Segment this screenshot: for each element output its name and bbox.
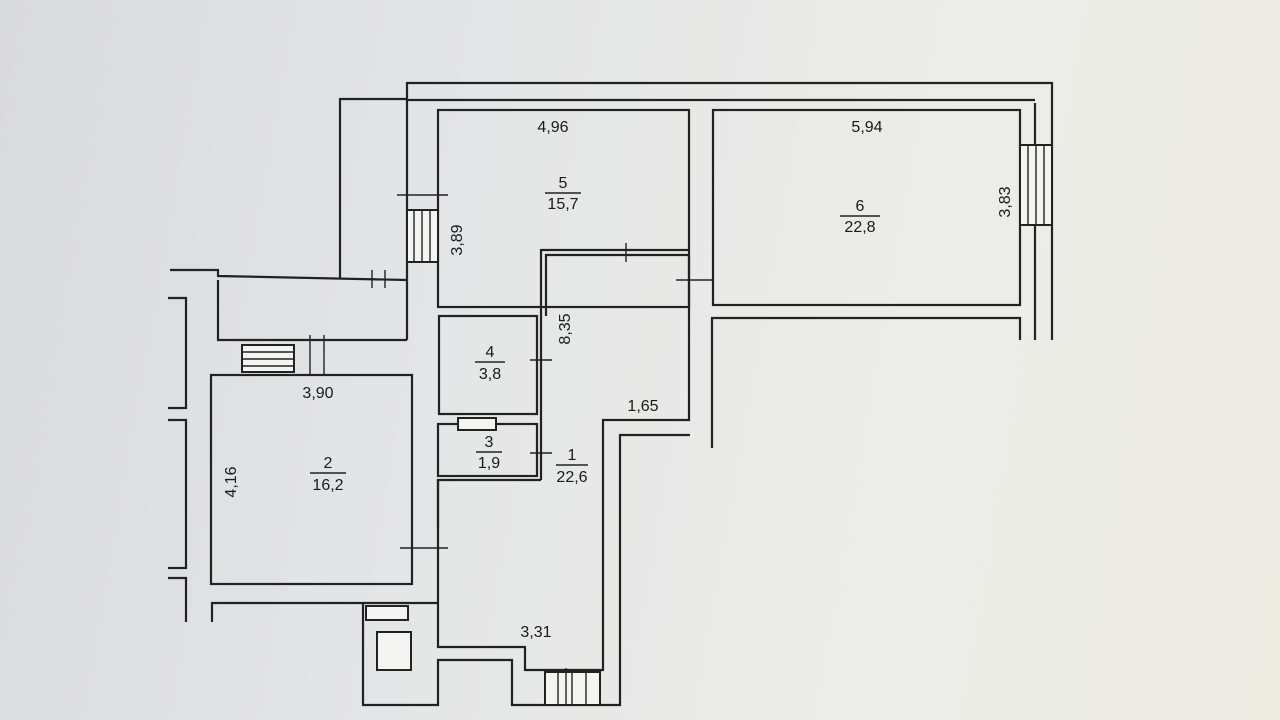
room-label-1: 1 22,6: [556, 447, 588, 486]
dim-room6-width: 5,94: [851, 119, 882, 136]
dim-corridor-width: 1,65: [627, 398, 658, 415]
room-number: 1: [568, 447, 577, 464]
room-area: 22,8: [844, 219, 875, 236]
door-marks: [309, 194, 713, 705]
room-area: 22,6: [556, 469, 587, 486]
dim-room5-height: 3,89: [449, 224, 466, 255]
fixtures: [365, 417, 497, 671]
dim-hall-width: 3,31: [520, 624, 551, 641]
room-number: 5: [559, 175, 568, 192]
room-area: 3,8: [479, 366, 501, 383]
room-number: 3: [485, 434, 494, 451]
room-label-5: 5 15,7: [545, 175, 581, 213]
room-5-outline: [436, 108, 691, 309]
outer-walls: [168, 81, 1054, 707]
room-number: 6: [856, 198, 865, 215]
dim-room2-width: 3,90: [302, 385, 333, 402]
room-area: 15,7: [547, 196, 578, 213]
dim-corridor-length: 8,35: [557, 313, 574, 344]
room-6-outline: [711, 108, 1022, 307]
room-2-outline: [209, 373, 414, 586]
room-number: 4: [486, 344, 495, 361]
dim-room5-width: 4,96: [537, 119, 568, 136]
dim-room2-height: 4,16: [223, 466, 240, 497]
room-1-outline: [436, 248, 691, 672]
room-label-3: 3 1,9: [476, 434, 502, 472]
room-label-6: 6 22,8: [840, 198, 880, 236]
room-area: 16,2: [312, 477, 343, 494]
room-4-outline: [437, 314, 539, 416]
room-area: 1,9: [478, 455, 500, 472]
dim-room6-height: 3,83: [997, 186, 1014, 217]
room-label-2: 2 16,2: [310, 455, 346, 494]
windows: [241, 144, 1053, 706]
room-label-4: 4 3,8: [475, 344, 505, 383]
room-number: 2: [324, 455, 333, 472]
